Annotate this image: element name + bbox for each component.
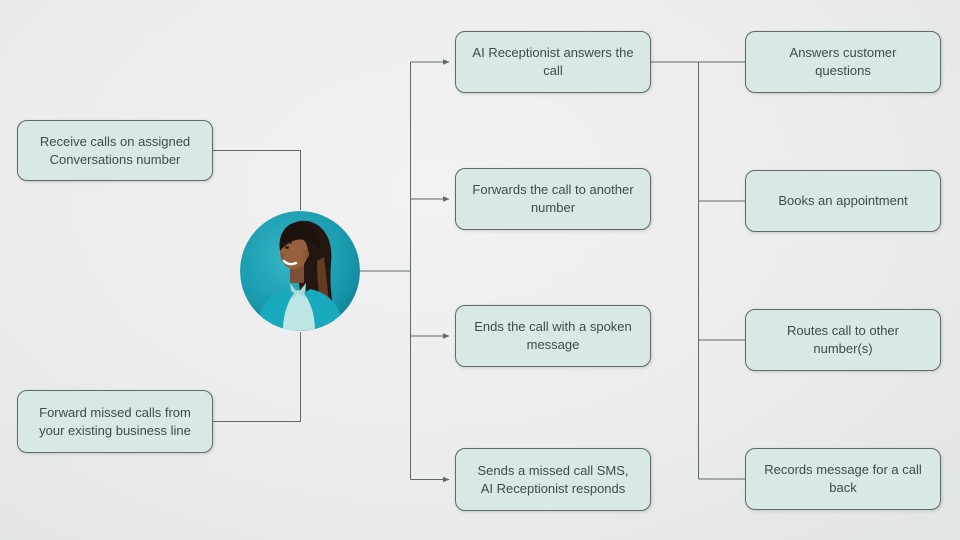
node-routes-call-label: Routes call to other number(s) [786,323,899,356]
node-records-message: Records message for a call back [745,448,941,510]
node-records-message-label: Records message for a call back [764,462,922,495]
node-forward-missed-calls-label: Forward missed calls from your existing … [39,404,191,438]
node-forwards-call-label: Forwards the call to another number [472,182,634,215]
node-answers-questions-label: Answers customer questions [789,45,897,78]
node-receive-calls-label: Receive calls on assigned Conversations … [39,133,191,167]
node-answers-questions: Answers customer questions [745,31,941,93]
edge-receive-to-avatar [213,150,301,210]
node-receive-calls: Receive calls on assigned Conversations … [17,120,213,181]
edge-forward-to-avatar [213,332,301,422]
node-ends-call: Ends the call with a spoken message [455,305,651,367]
node-books-appointment: Books an appointment [745,170,941,232]
node-sends-missed-call-sms-label: Sends a missed call SMS, AI Receptionist… [477,462,629,496]
node-sends-missed-call-sms: Sends a missed call SMS, AI Receptionist… [455,448,651,511]
node-routes-call: Routes call to other number(s) [745,309,941,371]
node-forward-missed-calls: Forward missed calls from your existing … [17,390,213,453]
node-ai-answers-call-label: AI Receptionist answers the call [472,45,634,78]
ai-receptionist-avatar [240,211,360,331]
node-ends-call-label: Ends the call with a spoken message [474,319,632,352]
node-ai-answers-call: AI Receptionist answers the call [455,31,651,93]
node-books-appointment-label: Books an appointment [778,193,908,209]
node-forwards-call: Forwards the call to another number [455,168,651,230]
ai-receptionist-portrait-illustration [240,211,360,331]
